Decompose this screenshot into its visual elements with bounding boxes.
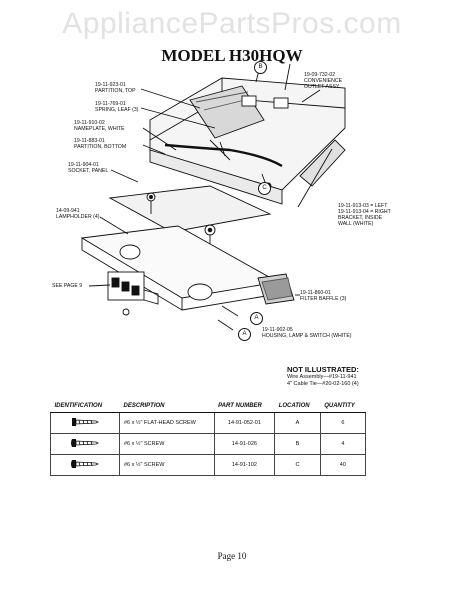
part-name: PARTITION, TOP — [95, 88, 136, 94]
table-header-row: IDENTIFICATION DESCRIPTION PART NUMBER L… — [50, 400, 366, 413]
part-number: 19-11-913-04 = RIGHT — [338, 209, 391, 215]
part-name: SPRING, LEAF (3) — [95, 107, 139, 113]
page-number: Page 10 — [217, 551, 247, 561]
description-cell: #6 x ½" FLAT-HEAD SCREW — [119, 412, 215, 434]
part-number: 19-11-910-02 — [74, 120, 105, 126]
hardware-table: IDENTIFICATION DESCRIPTION PART NUMBER L… — [50, 400, 367, 476]
label-nameplate: 19-11-910-02 NAMEPLATE, WHITE — [74, 120, 125, 132]
site-watermark-banner: AppliancePartsPros.com — [62, 7, 402, 40]
part-name: NAMEPLATE, WHITE — [74, 126, 125, 132]
description-cell: #6 x ½" SCREW — [119, 433, 215, 455]
part-name: CONVENIENCE — [304, 78, 343, 84]
part-number: 19-11-923-01 — [95, 82, 126, 88]
label-bracket: 19-11-913-03 = LEFT 19-11-913-04 = RIGHT… — [338, 203, 391, 227]
description-cell: #6 x ½" SCREW — [119, 454, 215, 476]
callout-a: A — [250, 312, 263, 325]
screw-illustration — [50, 433, 120, 455]
quantity-cell: 6 — [319, 412, 367, 434]
label-lampholder: 14-09-941 LAMPHOLDER (4) — [56, 208, 100, 220]
column-header: LOCATION — [274, 400, 321, 413]
note-line: 4" Cable Tie—#20-02-160 (4) — [287, 381, 359, 387]
part-number: 19-11-860-01 — [300, 290, 331, 296]
callout-c: C — [258, 182, 271, 195]
column-header: IDENTIFICATION — [50, 400, 120, 413]
flat-head-screw-icon — [72, 418, 99, 426]
part-number-cell: 14-91-026 — [213, 433, 276, 455]
part-number: 19-11-769-01 — [95, 101, 126, 107]
quantity-cell: 40 — [319, 454, 367, 476]
column-header: DESCRIPTION — [119, 400, 215, 413]
model-title: MODEL H30HQW — [161, 46, 303, 65]
screw-illustration — [50, 454, 120, 476]
pan-head-screw-icon — [71, 460, 99, 468]
pan-head-screw-icon — [71, 439, 99, 447]
part-name: LAMPHOLDER (4) — [56, 214, 100, 220]
part-name: PARTITION, BOTTOM — [74, 144, 127, 150]
part-name: SOCKET, PANEL — [68, 168, 109, 174]
note-heading: NOT ILLUSTRATED: — [287, 365, 359, 374]
callout-b: B — [254, 61, 267, 74]
label-spring-leaf: 19-11-769-01 SPRING, LEAF (3) — [95, 101, 139, 113]
label-partition-top: 19-11-923-01 PARTITION, TOP — [95, 82, 136, 94]
table-row: #6 x ½" SCREW 14-91-026 B 4 — [50, 433, 367, 455]
part-name: FILTER BAFFLE (3) — [300, 296, 347, 302]
label-filter-baffle: 19-11-860-01 FILTER BAFFLE (3) — [300, 290, 346, 302]
location-cell: C — [274, 454, 321, 476]
part-name: OUTLET ASSY. — [304, 84, 341, 90]
note-line: Wire Assembly—#19-11-941 — [287, 374, 357, 380]
location-cell: B — [274, 433, 321, 455]
cross-reference: SEE PAGE 9 — [52, 283, 83, 289]
table-row: #6 x ½" FLAT-HEAD SCREW 14-91-052-01 A 6 — [50, 412, 367, 434]
screw-illustration-flat-head — [50, 412, 120, 434]
part-number: 19-11-904-01 — [68, 162, 99, 168]
part-name: WALL (WHITE) — [338, 221, 374, 227]
location-cell: A — [274, 412, 321, 434]
label-housing: 19-11-902-05 HOUSING, LAMP & SWITCH (WHI… — [262, 327, 352, 339]
not-illustrated-note: NOT ILLUSTRATED: Wire Assembly—#19-11-94… — [287, 365, 359, 388]
part-number-cell: 14-91-102 — [213, 454, 276, 476]
callout-a: A — [238, 328, 251, 341]
column-header: QUANTITY — [320, 400, 366, 413]
label-see-page: SEE PAGE 9 — [52, 283, 82, 289]
part-number-cell: 14-91-052-01 — [213, 412, 276, 434]
part-name: BRACKET, INSIDE — [338, 215, 383, 221]
part-name: HOUSING, LAMP & SWITCH (WHITE) — [262, 333, 352, 339]
part-number: 19-11-913-03 = LEFT — [338, 203, 388, 209]
label-convenience-outlet: 19-09-732-02 CONVENIENCE OUTLET ASSY. — [304, 72, 342, 90]
part-number: 14-09-941 — [56, 208, 80, 214]
part-number: 19-11-883-01 — [74, 138, 105, 144]
table-row: #6 x ½" SCREW 14-91-102 C 40 — [50, 454, 367, 476]
label-partition-bottom: 19-11-883-01 PARTITION, BOTTOM — [74, 138, 126, 150]
column-header: PART NUMBER — [214, 400, 275, 413]
part-number: 19-11-902-05 — [262, 327, 293, 333]
label-socket-panel: 19-11-904-01 SOCKET, PANEL — [68, 162, 108, 174]
quantity-cell: 4 — [319, 433, 367, 455]
part-number: 19-09-732-02 — [304, 72, 336, 78]
